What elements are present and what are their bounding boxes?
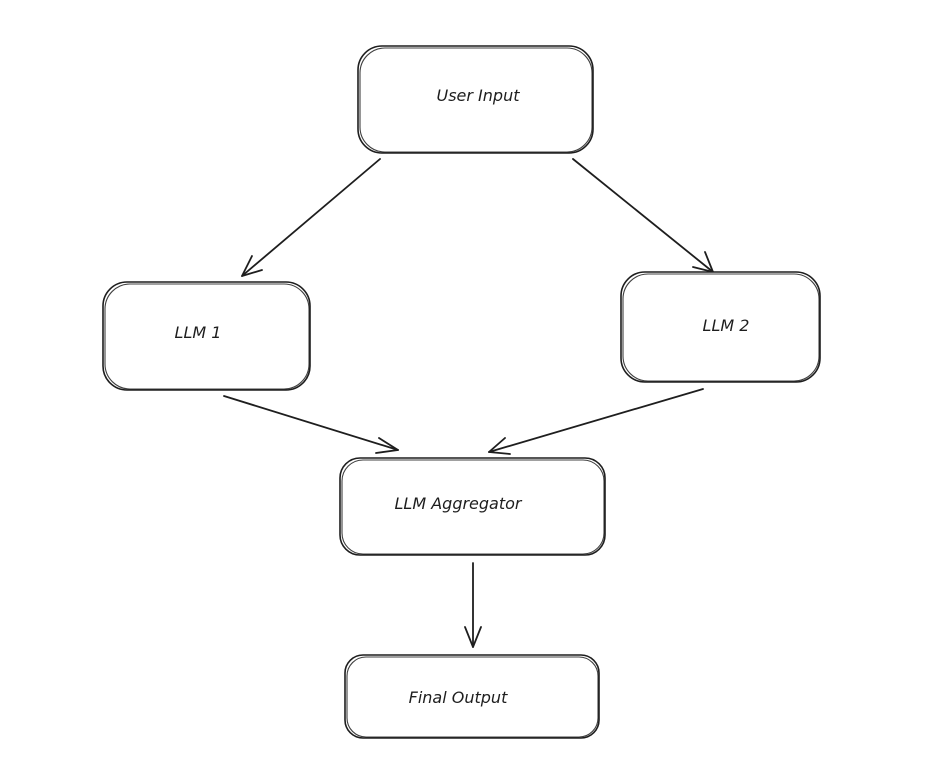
node-label-llm-1: LLM 1 bbox=[175, 323, 222, 342]
edge-llm-2-to-aggregator bbox=[488, 388, 704, 455]
node-user-input: User Input bbox=[357, 45, 594, 154]
edges bbox=[223, 158, 714, 648]
edge-llm-1-to-aggregator bbox=[223, 395, 399, 454]
node-llm-1: LLM 1 bbox=[102, 281, 311, 391]
edge-user-input-to-llm-1 bbox=[241, 158, 381, 277]
node-final-output: Final Output bbox=[344, 654, 600, 739]
edge-aggregator-to-final-output bbox=[464, 562, 482, 648]
node-llm-2: LLM 2 bbox=[620, 271, 821, 383]
node-llm-aggregator: LLM Aggregator bbox=[339, 457, 606, 556]
node-label-final-output: Final Output bbox=[409, 688, 508, 707]
node-label-llm-aggregator: LLM Aggregator bbox=[395, 494, 523, 513]
edge-user-input-to-llm-2 bbox=[572, 158, 714, 273]
node-label-user-input: User Input bbox=[437, 86, 521, 105]
node-label-llm-2: LLM 2 bbox=[703, 316, 750, 335]
